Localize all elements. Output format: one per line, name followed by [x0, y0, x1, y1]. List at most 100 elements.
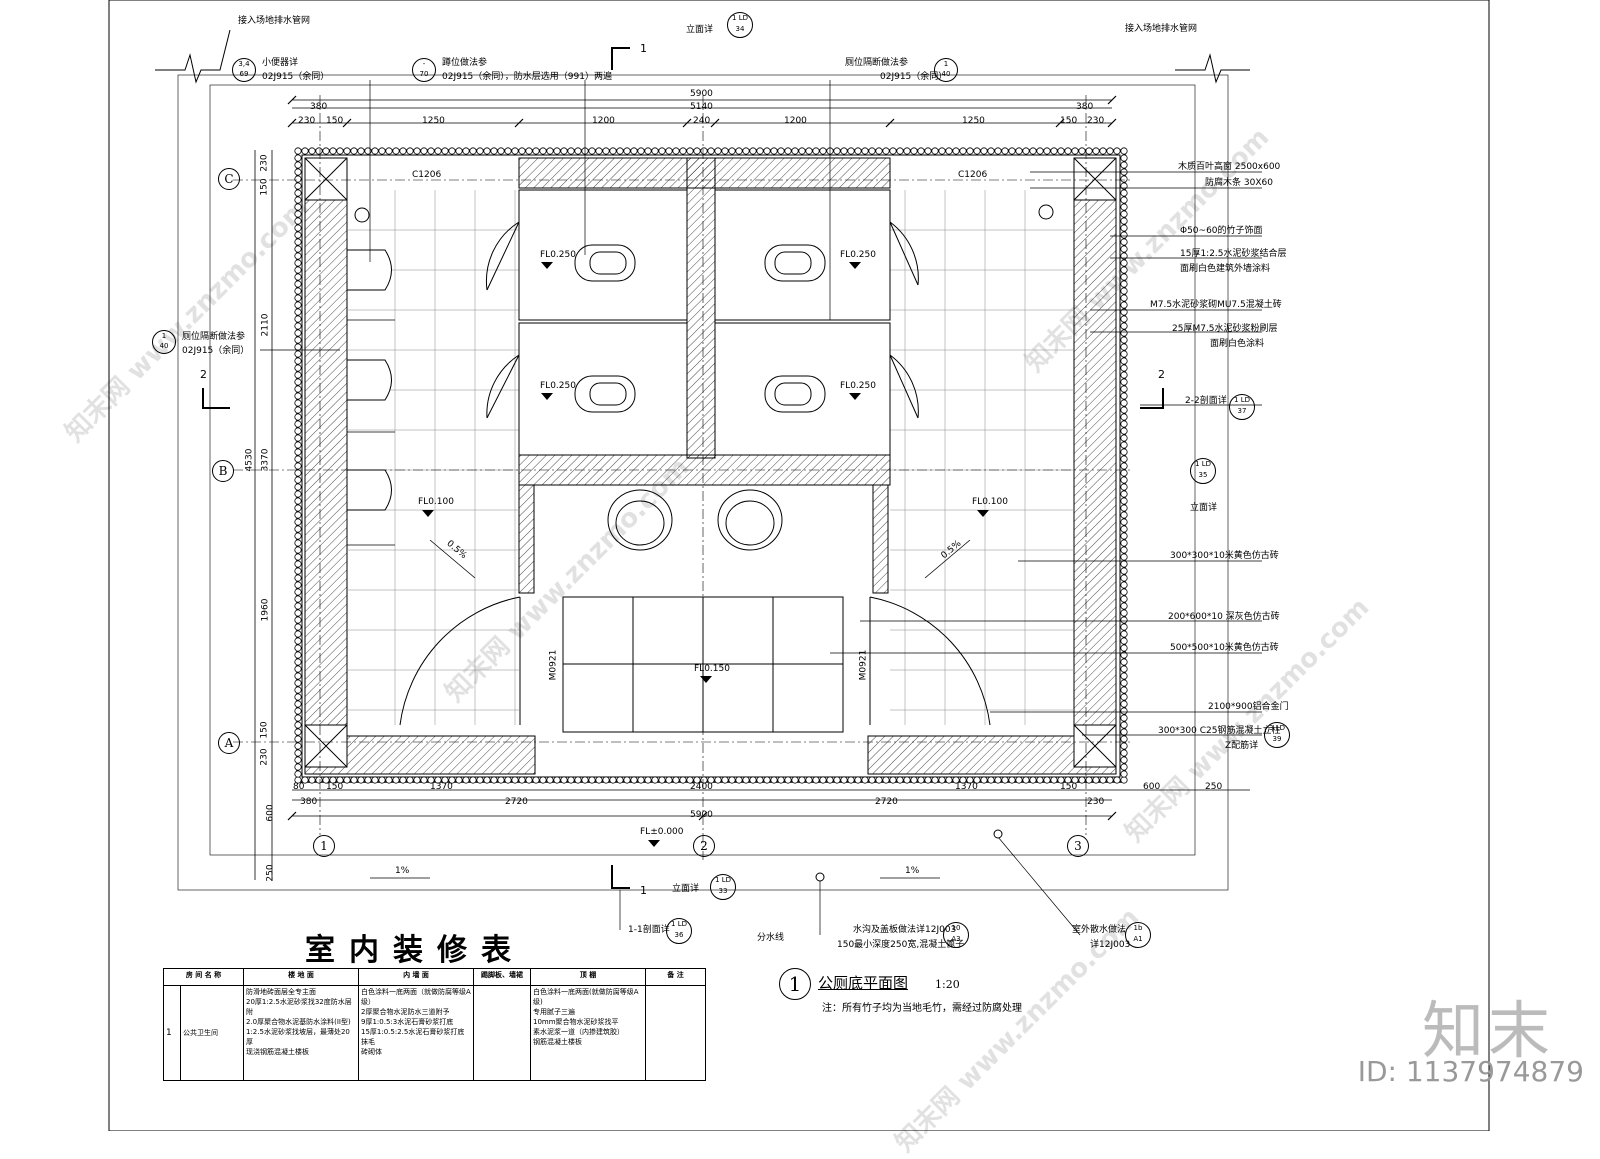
finish-table-title: 室内装修表: [305, 933, 525, 968]
urinal-ref-sub: 02J915（余同）: [262, 72, 330, 82]
bamboo-pole: [1057, 776, 1065, 784]
bamboo-pole: [924, 776, 932, 784]
bamboo-pole: [462, 776, 470, 784]
dim-left: 4530: [244, 448, 255, 472]
bamboo-pole: [1120, 728, 1128, 736]
bamboo-pole: [910, 776, 918, 784]
bamboo-pole: [294, 413, 302, 421]
dim-overall-top: 5900: [690, 89, 713, 99]
bamboo-pole: [560, 147, 568, 155]
bamboo-pole: [336, 776, 344, 784]
bamboo-pole: [931, 147, 939, 155]
bamboo-pole: [1120, 371, 1128, 379]
bamboo-pole: [1092, 776, 1100, 784]
bamboo-pole: [1001, 147, 1009, 155]
plan-scale: 1:20: [935, 978, 960, 991]
bamboo-pole: [1120, 336, 1128, 344]
bamboo-pole: [693, 147, 701, 155]
bamboo-pole: [294, 357, 302, 365]
right-note: 2-2剖面详: [1185, 396, 1227, 406]
bamboo-pole: [322, 147, 330, 155]
bamboo-pole: [749, 147, 757, 155]
level-marker: [977, 510, 989, 517]
bamboo-pole: [294, 504, 302, 512]
bamboo-pole: [721, 776, 729, 784]
bamboo-pole: [1120, 637, 1128, 645]
bamboo-pole: [329, 147, 337, 155]
bamboo-pole: [819, 147, 827, 155]
bamboo-pole: [763, 776, 771, 784]
bamboo-pole: [1120, 259, 1128, 267]
plan-note: 注：所有竹子均为当地毛竹，需经过防腐处理: [822, 1003, 1022, 1014]
bamboo-pole: [385, 147, 393, 155]
finish-header: 备 注: [645, 968, 706, 986]
bamboo-pole: [1120, 616, 1128, 624]
bamboo-pole: [294, 147, 302, 155]
bamboo-pole: [742, 147, 750, 155]
floor-plan-drawing: [108, 0, 1490, 1131]
bamboo-pole: [294, 644, 302, 652]
bamboo-pole: [294, 616, 302, 624]
right-note: 200*600*10 深灰色仿古砖: [1168, 612, 1280, 622]
bamboo-pole: [896, 776, 904, 784]
bamboo-pole: [994, 776, 1002, 784]
bamboo-pole: [294, 175, 302, 183]
bamboo-pole: [294, 287, 302, 295]
bamboo-pole: [833, 776, 841, 784]
bamboo-pole: [679, 147, 687, 155]
dim-left: 150: [259, 721, 270, 739]
finish-header: 内 墙 面: [358, 968, 474, 986]
urinal-ref-text: 小便器详: [262, 58, 299, 68]
bamboo-pole: [294, 588, 302, 596]
dim-bottom: 2720: [505, 797, 528, 807]
bamboo-pole: [294, 721, 302, 729]
bamboo-pole: [679, 776, 687, 784]
bamboo-pole: [294, 532, 302, 540]
bamboo-pole: [448, 147, 456, 155]
bamboo-pole: [1120, 714, 1128, 722]
dim-left: 2110: [260, 313, 271, 337]
bamboo-pole: [294, 336, 302, 344]
bamboo-pole: [476, 147, 484, 155]
bamboo-pole: [707, 776, 715, 784]
bamboo-pole: [924, 147, 932, 155]
bamboo-pole: [294, 189, 302, 197]
bamboo-pole: [392, 776, 400, 784]
bamboo-pole: [294, 770, 302, 778]
bamboo-pole: [371, 776, 379, 784]
bottom-callout-text: 立面详: [672, 884, 700, 894]
bamboo-pole: [1050, 147, 1058, 155]
bamboo-pole: [980, 147, 988, 155]
bamboo-pole: [1113, 147, 1121, 155]
bamboo-pole: [294, 574, 302, 582]
bamboo-pole: [882, 147, 890, 155]
bamboo-pole: [294, 406, 302, 414]
bamboo-pole: [1120, 378, 1128, 386]
bamboo-pole: [294, 462, 302, 470]
dim-seg: 1200: [784, 116, 807, 126]
bamboo-pole: [840, 147, 848, 155]
bamboo-pole: [294, 385, 302, 393]
bamboo-pole: [714, 776, 722, 784]
bamboo-pole: [1120, 175, 1128, 183]
bamboo-pole: [1120, 210, 1128, 218]
bamboo-pole: [938, 147, 946, 155]
bamboo-pole: [1120, 553, 1128, 561]
bamboo-pole: [994, 147, 1002, 155]
bamboo-pole: [665, 776, 673, 784]
dim-bottom: 1370: [430, 782, 453, 792]
bamboo-pole: [294, 168, 302, 176]
level-marker: [422, 510, 434, 517]
bamboo-pole: [294, 196, 302, 204]
bamboo-pole: [798, 776, 806, 784]
bamboo-pole: [938, 776, 946, 784]
bamboo-pole: [952, 776, 960, 784]
bamboo-pole: [1120, 322, 1128, 330]
bamboo-pole: [294, 273, 302, 281]
grid-col-2: 2: [693, 835, 715, 857]
bamboo-pole: [441, 776, 449, 784]
bamboo-pole: [1120, 357, 1128, 365]
bamboo-pole: [1120, 644, 1128, 652]
